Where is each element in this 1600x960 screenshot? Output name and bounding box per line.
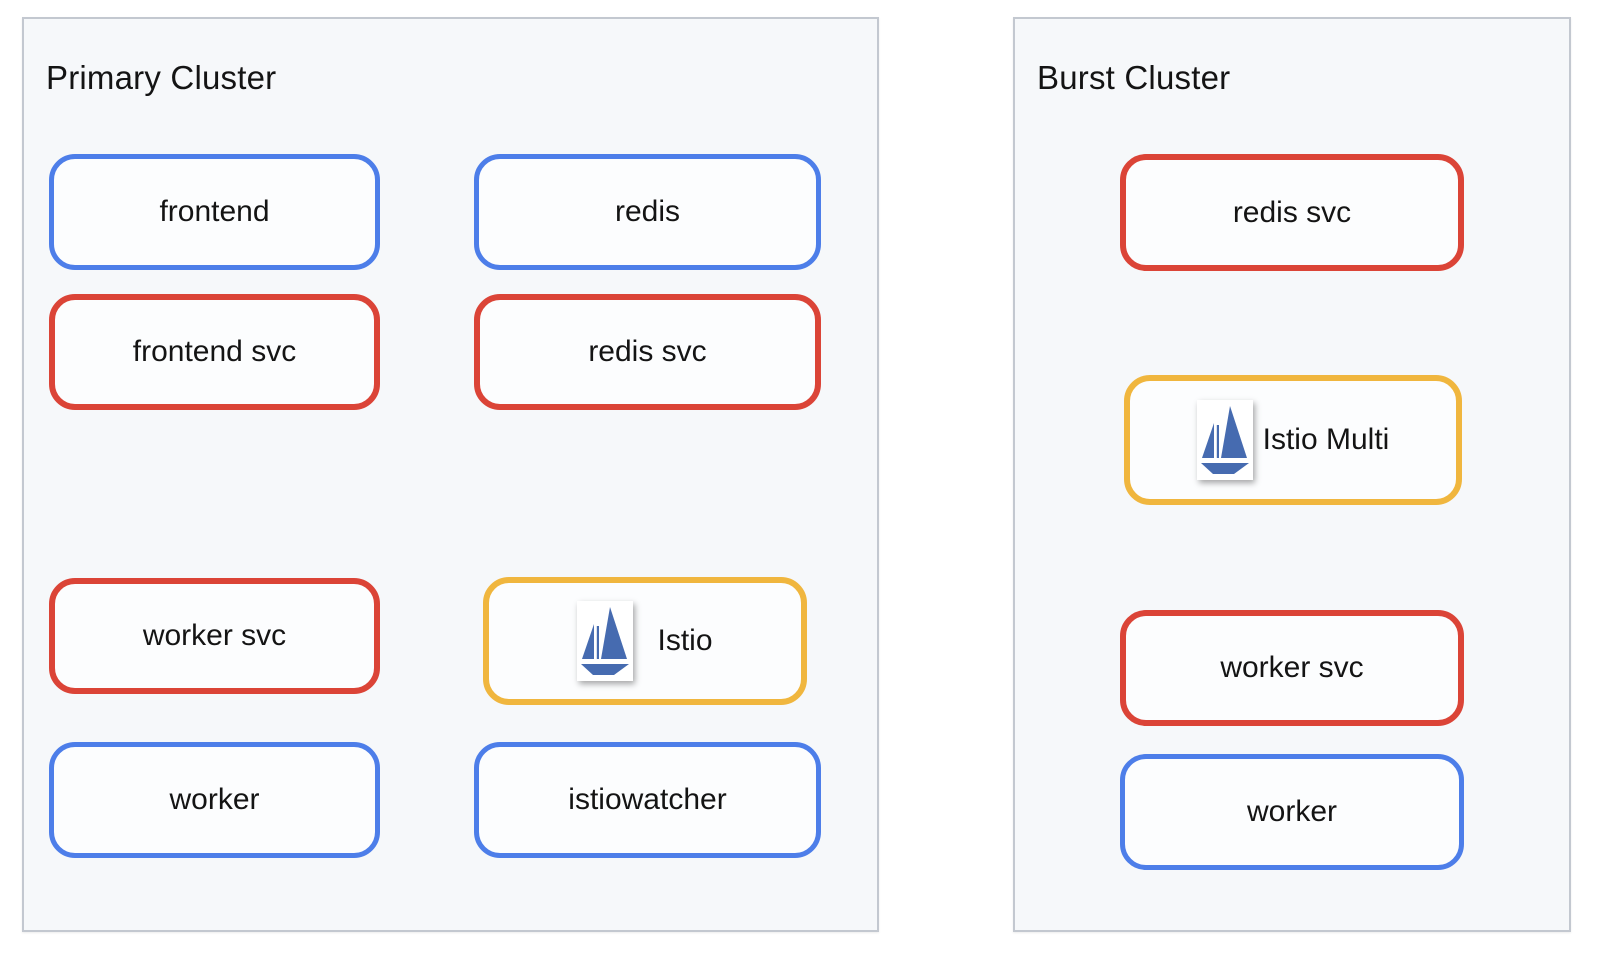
node-label: worker svc [142,619,287,652]
node-worker-svc: worker svc [49,578,380,694]
node-frontend-svc: frontend svc [49,294,380,410]
node-label: worker [169,783,260,816]
node-label: worker [1246,795,1337,828]
node-redis-svc: redis svc [1120,154,1464,271]
node-worker: worker [49,742,380,858]
node-label: redis svc [588,335,707,368]
node-frontend: frontend [49,154,380,270]
node-worker: worker [1120,754,1464,870]
node-label: Istio Multi [1262,423,1390,456]
node-redis: redis [474,154,821,270]
primary-cluster-panel: Primary Cluster frontend redis frontend … [22,17,879,932]
node-label: istiowatcher [568,783,727,816]
node-istio-multi: Istio Multi [1124,375,1462,505]
node-label: redis svc [1232,195,1352,229]
node-istiowatcher: istiowatcher [474,742,821,858]
node-istio: Istio [483,577,807,705]
node-label: worker svc [1220,651,1364,684]
node-label: Istio [657,624,713,657]
primary-cluster-title: Primary Cluster [46,59,277,96]
node-label: frontend svc [132,335,297,368]
burst-cluster-panel: Burst Cluster redis svc Istio Multi work… [1013,17,1571,932]
burst-cluster-title: Burst Cluster [1037,59,1231,96]
istio-sailboat-icon [1196,400,1253,480]
istio-sailboat-icon [577,601,634,681]
node-label: redis [614,195,681,228]
node-redis-svc: redis svc [474,294,821,410]
node-label: frontend [159,195,270,228]
node-worker-svc: worker svc [1120,610,1464,726]
